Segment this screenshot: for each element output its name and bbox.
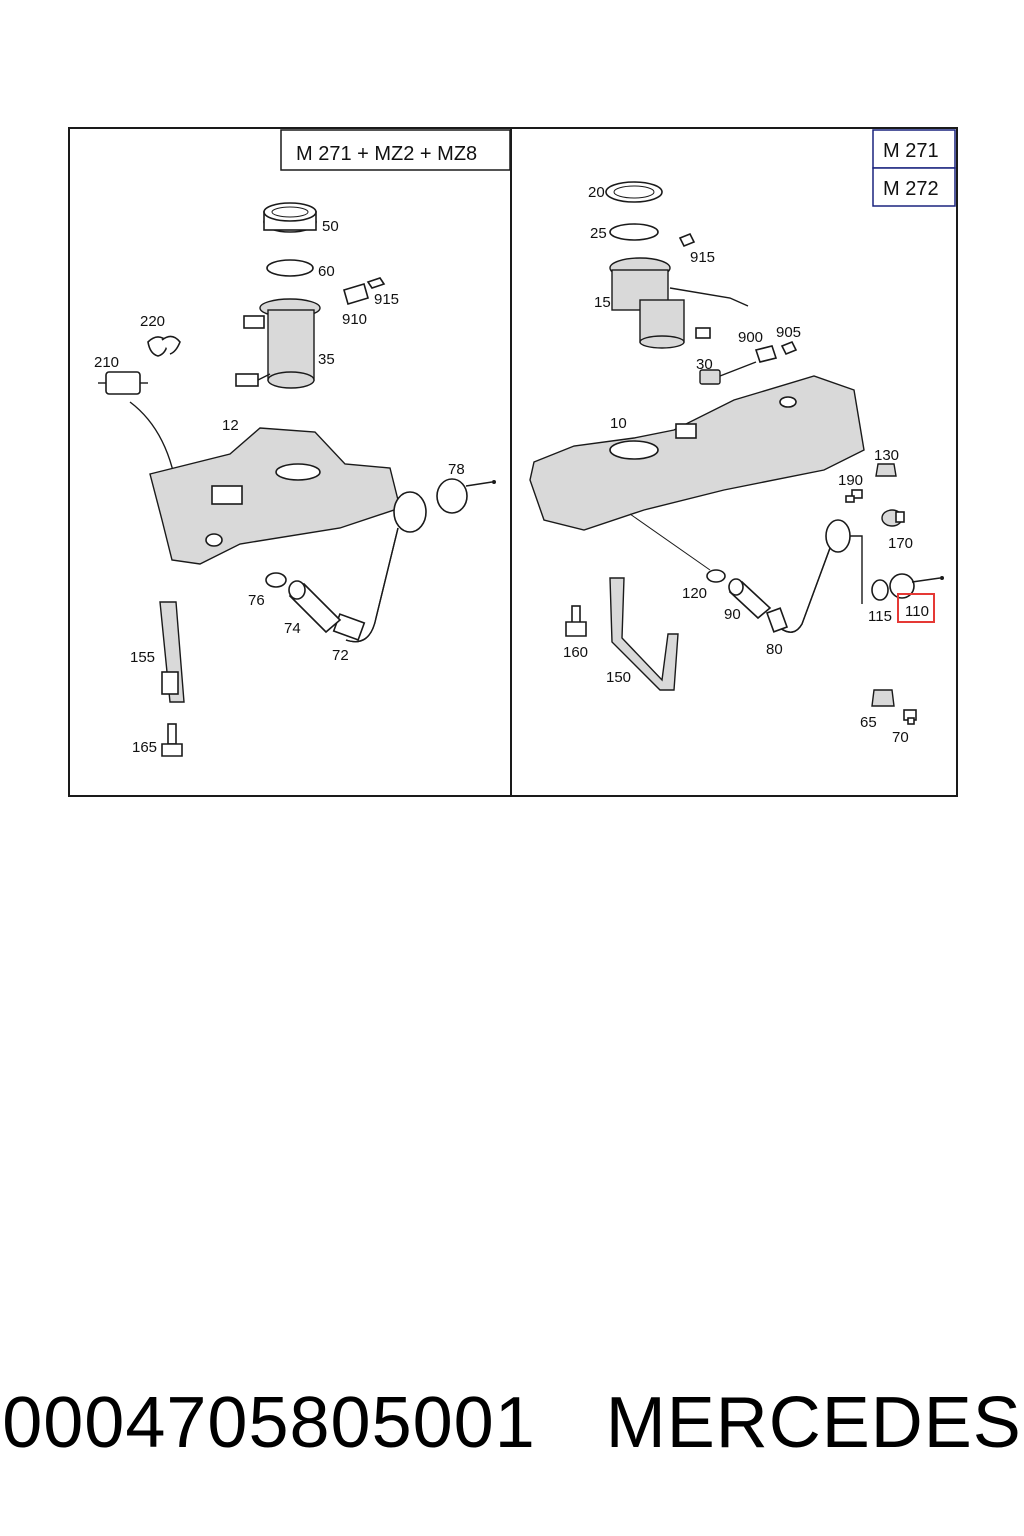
callout-10: 10: [610, 415, 627, 432]
callout-78: 78: [448, 461, 465, 478]
fuel-tank-12-part: [149, 427, 401, 565]
callout-165: 165: [132, 739, 157, 756]
screw-70-part: [903, 709, 917, 725]
fuel-pump-module-part: [235, 298, 321, 389]
right-header-box-2: [872, 167, 956, 207]
callout-20: 20: [588, 184, 605, 201]
hose-90-part: [728, 578, 772, 620]
callout-30: 30: [696, 356, 713, 373]
callout-130: 130: [874, 447, 899, 464]
fuel-tank-10-part: [529, 375, 865, 571]
callout-915-right: 915: [690, 249, 715, 266]
callout-74: 74: [284, 620, 301, 637]
callout-160: 160: [563, 644, 588, 661]
clamp-220-part: [147, 335, 181, 357]
callout-50: 50: [322, 218, 339, 235]
clip-65-part: [871, 689, 895, 707]
bolt-165-part: [161, 723, 183, 757]
grommet-170-part: [881, 509, 905, 527]
callout-905: 905: [776, 324, 801, 341]
callout-210: 210: [94, 354, 119, 371]
callout-15: 15: [594, 294, 611, 311]
right-header-m271: M 271: [883, 140, 939, 162]
callout-120: 120: [682, 585, 707, 602]
callout-80: 80: [766, 641, 783, 658]
callout-76: 76: [248, 592, 265, 609]
callout-25: 25: [590, 225, 607, 242]
callout-220: 220: [140, 313, 165, 330]
callout-60: 60: [318, 263, 335, 280]
locking-ring-20-part: [605, 181, 663, 203]
callout-915: 915: [374, 291, 399, 308]
callout-155: 155: [130, 649, 155, 666]
seal-ring-part: [266, 259, 314, 277]
clip-130-part: [875, 463, 897, 477]
callout-35: 35: [318, 351, 335, 368]
diagram-frame: [68, 127, 958, 797]
o-ring-115-part: [871, 579, 889, 601]
fuel-cap-110-part: [889, 573, 944, 599]
hose-74-part: [288, 580, 342, 634]
filler-neck-72-part: [332, 491, 427, 643]
fuel-cap-78-part: [436, 478, 496, 514]
pump-module-15-part: [609, 257, 749, 349]
strap-150-part: [609, 577, 679, 691]
locking-ring-part: [263, 202, 317, 233]
callout-910: 910: [342, 311, 367, 328]
hose-clamp-76-part: [265, 572, 287, 588]
callout-90: 90: [724, 606, 741, 623]
caption: 0004705805001 MERCEDES: [0, 1378, 1024, 1468]
callout-170: 170: [888, 535, 913, 552]
callout-65: 65: [860, 714, 877, 731]
callout-115: 115: [868, 608, 892, 625]
filler-neck-80-part: [765, 519, 863, 633]
callout-12: 12: [222, 417, 239, 434]
connector-915-part: [343, 277, 386, 305]
callout-190: 190: [838, 472, 863, 489]
sensor-30-part: [699, 361, 757, 385]
clamp-120-part: [706, 569, 726, 583]
fuel-filter-part: [98, 371, 148, 395]
highlight-box-110: [897, 593, 935, 623]
left-header: M 271 + MZ2 + MZ8: [296, 143, 477, 165]
callout-150: 150: [606, 669, 631, 686]
callout-900: 900: [738, 329, 763, 346]
right-panel: M 271 M 272: [529, 129, 956, 746]
seal-25-part: [609, 223, 659, 241]
left-panel: M 271 + MZ2 + MZ8: [94, 129, 511, 757]
right-header-box-1: [872, 129, 956, 169]
right-header-m272: M 272: [883, 178, 939, 200]
brand-name: MERCEDES: [605, 1383, 1022, 1463]
callout-72: 72: [332, 647, 349, 664]
left-header-box: [280, 129, 511, 171]
screw-190-part: [845, 489, 863, 503]
bolt-160-part: [565, 605, 587, 637]
callout-70: 70: [892, 729, 909, 746]
bracket-155-part: [159, 601, 185, 703]
parts-diagram: M 271 + MZ2 + MZ8: [68, 127, 958, 797]
callout-110: 110: [905, 603, 929, 620]
part-number: 0004705805001: [2, 1383, 536, 1463]
connector-900-part: [754, 340, 798, 363]
connector-915-right-part: [678, 232, 696, 248]
